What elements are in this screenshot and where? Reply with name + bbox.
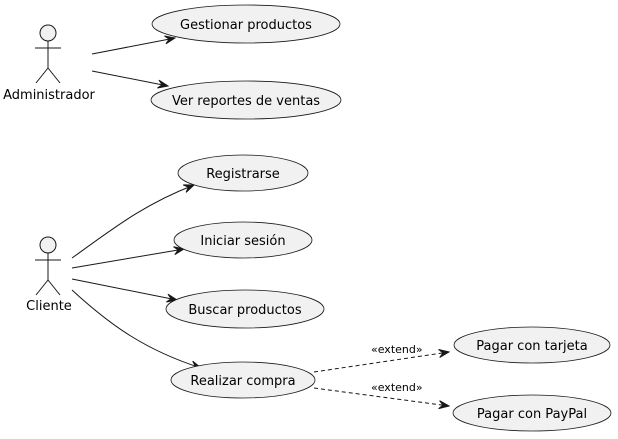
usecase-comprar[interactable]: Realizar compra bbox=[170, 361, 316, 399]
usecase-iniciar[interactable]: Iniciar sesión bbox=[173, 221, 313, 259]
usecase-buscar[interactable]: Buscar productos bbox=[165, 289, 325, 329]
usecase-ellipse[interactable] bbox=[151, 4, 341, 44]
extend-line bbox=[313, 351, 450, 373]
actor-cliente[interactable]: Cliente bbox=[26, 236, 72, 314]
arrow-head-icon bbox=[183, 184, 196, 193]
actor-label: Cliente bbox=[26, 299, 72, 314]
association-line bbox=[71, 248, 185, 269]
usecase-ellipse[interactable] bbox=[150, 80, 342, 120]
association-admin-reportes bbox=[91, 70, 170, 89]
arrow-head-icon bbox=[157, 79, 170, 89]
usecase-registrarse[interactable]: Registrarse bbox=[177, 154, 309, 192]
actor-left-leg bbox=[35, 279, 49, 296]
association-line bbox=[91, 37, 176, 55]
usecase-label: Registrarse bbox=[206, 167, 280, 182]
association-line bbox=[71, 289, 202, 369]
usecase-ellipse[interactable] bbox=[452, 394, 612, 432]
extend-comprar-paypal: «extend» bbox=[313, 381, 451, 410]
extend-line bbox=[313, 387, 450, 407]
usecase-label: Ver reportes de ventas bbox=[172, 94, 320, 109]
actor-label: Administrador bbox=[3, 88, 95, 103]
association-admin-gestionar bbox=[91, 35, 177, 55]
actor-right-leg bbox=[47, 279, 61, 296]
extend-label: «extend» bbox=[371, 343, 423, 356]
actor-right-leg bbox=[47, 67, 61, 84]
usecase-ellipse[interactable] bbox=[177, 154, 309, 192]
usecase-label: Realizar compra bbox=[190, 374, 295, 389]
association-cliente-iniciar bbox=[71, 246, 186, 269]
edges-layer: «extend» «extend» bbox=[71, 35, 451, 410]
extend-comprar-tarjeta: «extend» bbox=[313, 343, 451, 373]
actor-left-leg bbox=[35, 67, 49, 84]
association-line bbox=[71, 278, 178, 301]
usecase-ellipse[interactable] bbox=[170, 361, 316, 399]
usecase-label: Pagar con PayPal bbox=[477, 407, 587, 422]
actor-head bbox=[39, 236, 57, 254]
usecase-label: Gestionar productos bbox=[180, 18, 312, 33]
association-line bbox=[91, 70, 169, 87]
usecase-paypal[interactable]: Pagar con PayPal bbox=[452, 394, 612, 432]
association-line bbox=[71, 184, 195, 259]
arrow-head-icon bbox=[438, 400, 451, 410]
association-cliente-buscar bbox=[71, 278, 179, 303]
arrow-head-icon bbox=[438, 349, 451, 358]
usecase-ellipse[interactable] bbox=[173, 221, 313, 259]
usecase-label: Buscar productos bbox=[188, 303, 301, 318]
usecase-reportes[interactable]: Ver reportes de ventas bbox=[150, 80, 342, 120]
actor-head bbox=[39, 24, 57, 42]
extend-label: «extend» bbox=[371, 381, 423, 394]
arrow-head-icon bbox=[164, 35, 177, 45]
arrow-head-icon bbox=[173, 246, 186, 256]
usecase-label: Pagar con tarjeta bbox=[476, 339, 587, 354]
stick-figure-icon bbox=[35, 236, 61, 296]
usecase-ellipse[interactable] bbox=[165, 289, 325, 329]
stick-figure-icon bbox=[35, 24, 61, 84]
usecase-ellipse[interactable] bbox=[453, 326, 611, 364]
usecase-tarjeta[interactable]: Pagar con tarjeta bbox=[453, 326, 611, 364]
actor-admin[interactable]: Administrador bbox=[3, 24, 96, 103]
association-cliente-registrarse bbox=[71, 184, 196, 259]
usecase-gestionar[interactable]: Gestionar productos bbox=[151, 4, 341, 44]
usecase-label: Iniciar sesión bbox=[200, 234, 285, 249]
